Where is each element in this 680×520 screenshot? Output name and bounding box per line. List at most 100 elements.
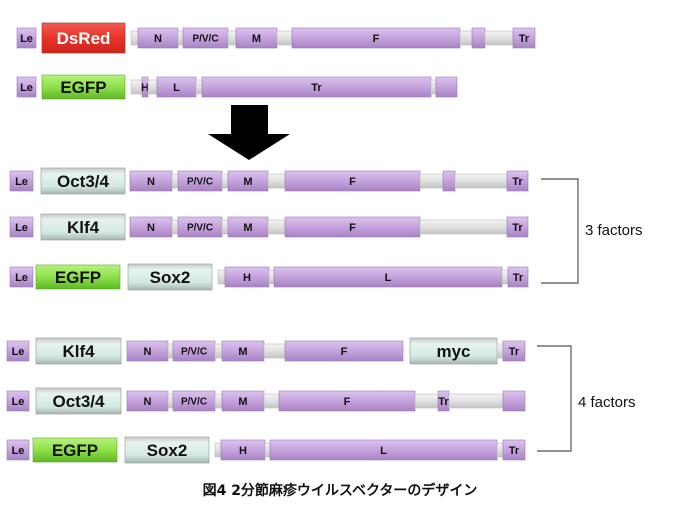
gene-label-le: Le bbox=[12, 346, 25, 358]
intergenic-spacer bbox=[214, 393, 223, 409]
gene-block-sox2 bbox=[127, 263, 213, 291]
gene-block-tr bbox=[512, 27, 536, 49]
gene-block-myc bbox=[409, 337, 498, 365]
gene-label-p-v-c: P/V/C bbox=[187, 223, 213, 234]
gene-label-f: F bbox=[349, 222, 356, 234]
gene-block-le bbox=[6, 439, 30, 461]
gene-block-oct3-4 bbox=[40, 167, 126, 195]
intergenic-spacer bbox=[147, 79, 158, 95]
gene-label-p-v-c: P/V/C bbox=[181, 397, 207, 408]
gene-block-le bbox=[6, 390, 30, 412]
intergenic-spacer bbox=[454, 173, 508, 189]
gene-label-m: M bbox=[243, 222, 252, 234]
intergenic-spacer bbox=[214, 343, 223, 359]
intergenic-spacer bbox=[268, 269, 275, 285]
gene-block-tr bbox=[502, 340, 526, 362]
gene-label-le: Le bbox=[20, 82, 33, 94]
gene-block-le bbox=[16, 76, 37, 98]
figure-caption: 図4 2分節麻疹ウイルスベクターのデザイン bbox=[202, 483, 478, 499]
gene-label-n: N bbox=[147, 176, 155, 188]
gene-label-myc: myc bbox=[436, 342, 470, 361]
intergenic-spacer bbox=[267, 173, 286, 189]
intergenic-spacer bbox=[167, 343, 174, 359]
gene-label-klf4: Klf4 bbox=[67, 218, 100, 237]
gene-label-egfp: EGFP bbox=[60, 78, 106, 97]
gene-label-n: N bbox=[144, 346, 152, 358]
gene-label-dsred: DsRed bbox=[57, 29, 111, 48]
gene-block-unlabeled bbox=[502, 390, 526, 412]
gene-label-le: Le bbox=[15, 176, 28, 188]
intergenic-spacer bbox=[496, 343, 504, 359]
intergenic-spacer bbox=[496, 442, 504, 458]
gene-label-m: M bbox=[252, 33, 261, 45]
gene-label-tr: Tr bbox=[519, 33, 530, 45]
gene-label-tr: Tr bbox=[509, 346, 520, 358]
bracket-3-factors: 3 factors bbox=[541, 178, 643, 284]
gene-block-dsred bbox=[41, 22, 126, 54]
gene-label-m: M bbox=[243, 176, 252, 188]
intergenic-spacer bbox=[263, 343, 286, 359]
intergenic-spacer bbox=[130, 30, 139, 46]
gene-label-oct3-4: Oct3/4 bbox=[57, 172, 110, 191]
intergenic-spacer bbox=[501, 269, 509, 285]
gene-block-unlabeled bbox=[471, 27, 486, 49]
gene-label-le: Le bbox=[20, 33, 33, 45]
intergenic-spacer bbox=[264, 442, 271, 458]
gene-label-oct3-4: Oct3/4 bbox=[53, 392, 106, 411]
intergenic-spacer bbox=[459, 30, 473, 46]
group-label-4-factors: 4 factors bbox=[578, 394, 636, 411]
down-arrow bbox=[208, 105, 290, 160]
gene-label-l: L bbox=[385, 272, 392, 284]
intergenic-spacer bbox=[419, 173, 444, 189]
intergenic-spacer bbox=[214, 442, 222, 458]
gene-label-tr: Tr bbox=[512, 176, 523, 188]
gene-block-tr bbox=[506, 216, 529, 238]
gene-label-tr: Tr bbox=[509, 445, 520, 457]
intergenic-spacer bbox=[414, 393, 439, 409]
gene-block-unlabeled bbox=[442, 170, 456, 192]
gene-label-le: Le bbox=[15, 272, 28, 284]
intergenic-spacer bbox=[267, 219, 286, 235]
gene-label-m: M bbox=[238, 396, 247, 408]
intergenic-spacer bbox=[171, 219, 179, 235]
gene-block-klf4 bbox=[35, 337, 122, 365]
gene-block-egfp bbox=[41, 74, 126, 100]
gene-block-egfp bbox=[32, 437, 118, 463]
bracket-4-factors: 4 factors bbox=[537, 345, 636, 452]
gene-block-oct3-4 bbox=[35, 387, 122, 415]
gene-label-p-v-c: P/V/C bbox=[187, 177, 213, 188]
gene-label-le: Le bbox=[12, 396, 25, 408]
intergenic-spacer bbox=[221, 219, 229, 235]
intergenic-spacer bbox=[419, 219, 508, 235]
intergenic-spacer bbox=[227, 30, 237, 46]
gene-label-l: L bbox=[380, 445, 387, 457]
gene-block-egfp bbox=[35, 264, 121, 290]
gene-label-n: N bbox=[154, 33, 162, 45]
intergenic-spacer bbox=[221, 173, 229, 189]
gene-block-f bbox=[284, 340, 404, 362]
gene-label-f: F bbox=[344, 396, 351, 408]
gene-block-le bbox=[16, 27, 37, 49]
intergenic-spacer bbox=[276, 30, 293, 46]
gene-block-le bbox=[9, 216, 34, 238]
gene-label-f: F bbox=[373, 33, 380, 45]
gene-label-h: H bbox=[239, 445, 247, 457]
gene-label-n: N bbox=[144, 396, 152, 408]
gene-label-klf4: Klf4 bbox=[62, 342, 95, 361]
gene-block-tr bbox=[507, 266, 529, 288]
gene-label-n: N bbox=[147, 222, 155, 234]
gene-block-sox2 bbox=[124, 436, 210, 464]
gene-label-egfp: EGFP bbox=[55, 268, 101, 287]
group-label-3-factors: 3 factors bbox=[585, 222, 643, 239]
gene-label-l: L bbox=[173, 82, 180, 94]
gene-label-p-v-c: P/V/C bbox=[181, 347, 207, 358]
gene-block-unlabeled bbox=[435, 76, 458, 98]
intergenic-spacer bbox=[217, 269, 226, 285]
